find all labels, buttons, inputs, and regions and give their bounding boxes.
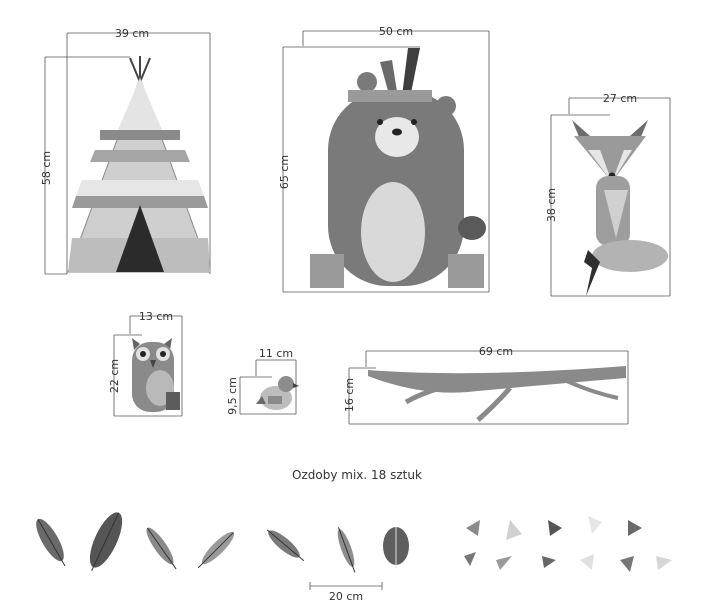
owl-height-label: 22 cm [108, 359, 121, 393]
branch-height-label: 16 cm [343, 378, 356, 412]
branch-group: 69 cm 16 cm [343, 345, 629, 425]
bird-width-label: 11 cm [259, 347, 293, 360]
bird-height-label: 9,5 cm [226, 377, 239, 415]
bird-illustration [256, 376, 299, 410]
owl-illustration [132, 338, 180, 412]
bear-illustration [310, 48, 486, 288]
feather-decorations [36, 512, 409, 573]
triangle-decorations [464, 516, 672, 572]
bear-group: 50 cm 65 cm [278, 25, 490, 293]
leaf-7 [383, 527, 409, 568]
decorations-caption: Ozdoby mix. 18 sztuk [292, 468, 422, 482]
branch-illustration [368, 366, 626, 422]
teepee-group: 39 cm 58 cm [40, 27, 211, 275]
owl-width-label: 13 cm [139, 310, 173, 323]
owl-group: 13 cm 22 cm [108, 310, 183, 417]
fox-width-label: 27 cm [603, 92, 637, 105]
feather-2 [89, 512, 123, 572]
feather-1 [36, 518, 66, 567]
fox-illustration [572, 120, 668, 296]
feather-3 [146, 527, 177, 570]
decoration-scale-label: 20 cm [329, 590, 363, 603]
teepee-width-label: 39 cm [115, 27, 149, 40]
decoration-scale: 20 cm [309, 582, 383, 603]
feather-4 [197, 531, 235, 569]
teepee-height-label: 58 cm [40, 151, 53, 185]
bird-group: 11 cm 9,5 cm [226, 347, 299, 415]
feather-5 [266, 529, 305, 562]
fox-height-label: 38 cm [545, 188, 558, 222]
branch-width-label: 69 cm [479, 345, 513, 358]
feather-6 [337, 527, 356, 573]
bear-width-label: 50 cm [379, 25, 413, 38]
bear-height-label: 65 cm [278, 155, 291, 189]
fox-group: 27 cm 38 cm [545, 92, 671, 297]
teepee-illustration [67, 56, 211, 273]
